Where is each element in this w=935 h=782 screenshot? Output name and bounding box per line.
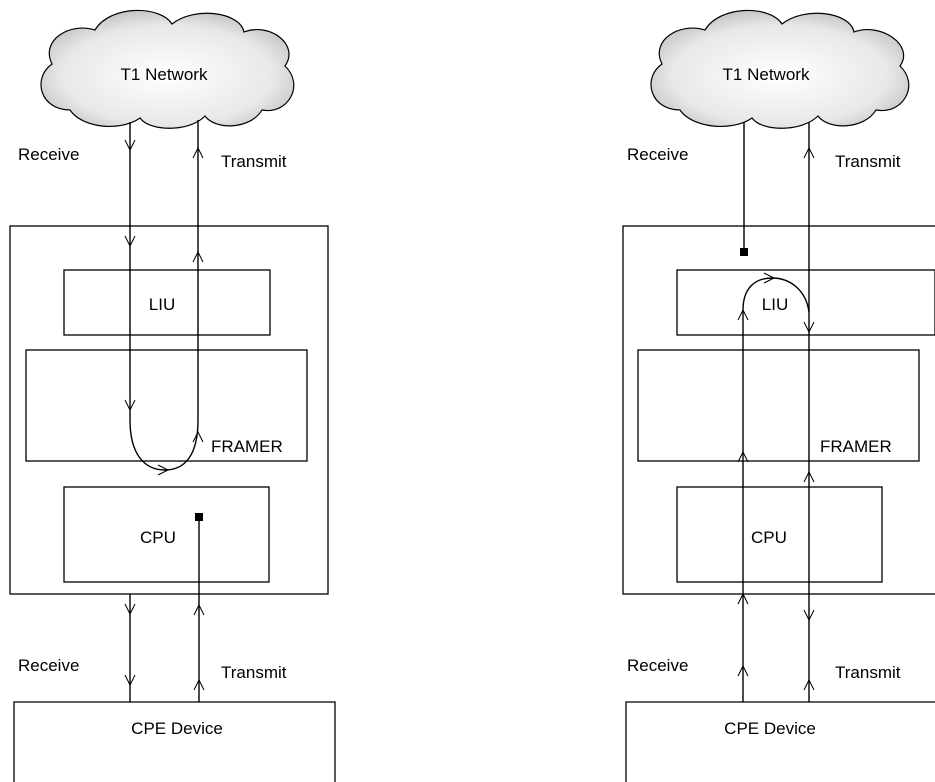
bottom-receive-label: Receive [627,656,688,675]
cpu-label: CPU [751,528,787,547]
framer-label: FRAMER [820,437,892,456]
cpu-label: CPU [140,528,176,547]
loop-arrow [763,272,776,284]
cpe-device-block [13,701,336,782]
receive-arrows [737,308,749,677]
loopback-signal-path [742,277,810,702]
receive-arrows [124,139,136,687]
top-transmit-label: Transmit [835,152,901,171]
liu-label: LIU [149,295,175,314]
top-receive-label: Receive [627,145,688,164]
cloud-label: T1 Network [121,65,208,84]
liu-block [63,269,271,336]
cpu-block [676,486,883,583]
framer-label: FRAMER [211,437,283,456]
cpu-block [63,486,270,583]
left-diagram: T1 Network Receive Transmit LIU FRAMER C… [9,9,336,782]
cpe-label: CPE Device [131,719,223,738]
loop-arrow [157,464,170,476]
termination-point [740,248,748,256]
framer-block [637,349,920,462]
bottom-transmit-label: Transmit [221,663,287,682]
top-receive-label: Receive [18,145,79,164]
transmit-arrows [803,146,815,691]
cloud-label: T1 Network [723,65,810,84]
t1-network-cloud: T1 Network [650,9,910,129]
transmit-arrows [192,146,205,691]
framer-block [25,349,308,462]
top-transmit-label: Transmit [221,152,287,171]
bottom-receive-label: Receive [18,656,79,675]
liu-label: LIU [762,295,788,314]
loopback-signal-path [129,120,199,471]
cpe-device-block [625,701,935,782]
cpe-label: CPE Device [724,719,816,738]
t1-network-cloud: T1 Network [40,9,295,129]
bottom-transmit-label: Transmit [835,663,901,682]
right-diagram: T1 Network Receive Transmit LIU FRAMER C… [622,9,935,782]
liu-block [676,269,935,336]
